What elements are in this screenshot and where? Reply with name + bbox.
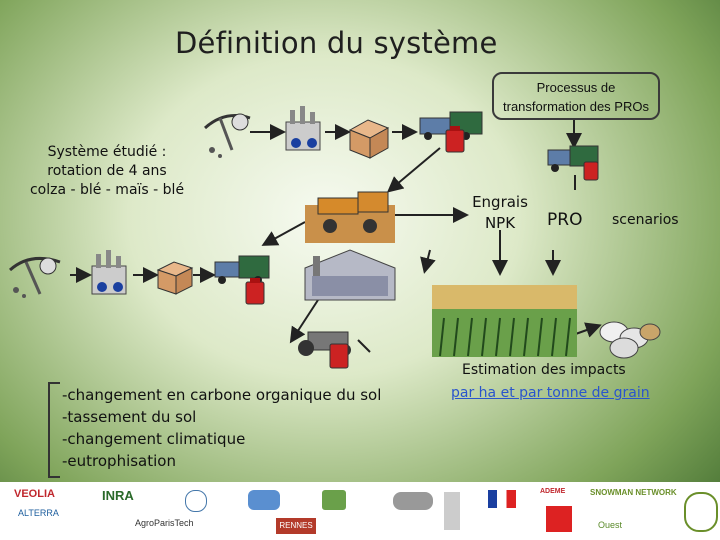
slide-title: Définition du système bbox=[175, 26, 498, 60]
estimation-title: Estimation des impacts bbox=[462, 362, 626, 378]
process-box-line2: transformation des PROs bbox=[503, 99, 649, 114]
ademe-mark bbox=[546, 506, 572, 532]
system-line3: colza - blé - maïs - blé bbox=[29, 182, 185, 198]
scenarios-label: scenarios bbox=[612, 212, 679, 228]
arrow bbox=[386, 147, 441, 193]
arrow bbox=[261, 221, 306, 246]
alterra-logo: ALTERRA bbox=[18, 508, 59, 518]
partner-logo bbox=[393, 492, 433, 510]
fertilizer-tank-icon bbox=[245, 278, 265, 305]
snowman-logo: SNOWMAN NETWORK bbox=[590, 488, 677, 497]
combine-harvester-icon bbox=[305, 191, 395, 243]
tractor-icon bbox=[298, 331, 351, 369]
factory-icon bbox=[91, 250, 127, 295]
crop-field-icon bbox=[432, 285, 577, 357]
ouest-logo: Ouest bbox=[598, 520, 623, 530]
impacts-bracket bbox=[48, 382, 60, 478]
partner-logo bbox=[322, 490, 346, 510]
pro-label: PRO bbox=[547, 210, 583, 230]
footer-logos: VEOLIA ALTERRA INRA AgroParisTech RENNES… bbox=[0, 482, 720, 540]
impact-item: -changement en carbone organique du sol bbox=[62, 386, 382, 404]
round-logo bbox=[684, 492, 718, 532]
arrow bbox=[289, 299, 319, 344]
system-line2: rotation de 4 ans bbox=[47, 163, 167, 179]
engrais-npk-label: Engrais NPK bbox=[470, 192, 530, 234]
inra-logo: INRA bbox=[102, 488, 134, 503]
ademe-logo: ADEME bbox=[540, 488, 566, 495]
veolia-logo: VEOLIA bbox=[14, 488, 55, 500]
impact-item: -tassement du sol bbox=[62, 408, 197, 426]
impacts-list: -changement en carbone organique du sol … bbox=[62, 384, 381, 472]
partner-logo bbox=[444, 492, 460, 530]
grain-bags-icon bbox=[599, 321, 661, 359]
pickaxe-icon bbox=[8, 256, 61, 298]
impact-item: -eutrophisation bbox=[62, 452, 176, 470]
barn-icon bbox=[304, 249, 396, 301]
rennes-logo: RENNES bbox=[276, 518, 316, 534]
fertilizer-tank-icon bbox=[445, 126, 465, 153]
arrow bbox=[420, 249, 436, 274]
system-line1: Système étudié : bbox=[47, 144, 167, 160]
france-logo bbox=[488, 490, 516, 508]
engrais-line1: Engrais bbox=[472, 193, 528, 211]
process-transformation-box: Processus de transformation des PROs bbox=[492, 72, 660, 120]
engrais-line2: NPK bbox=[484, 214, 516, 232]
truck-icon bbox=[214, 255, 270, 284]
arrow bbox=[357, 339, 371, 353]
agri-logo bbox=[248, 490, 280, 510]
factory-icon bbox=[285, 106, 321, 151]
system-description: Système étudié : rotation de 4 ans colza… bbox=[18, 143, 196, 200]
estimation-link[interactable]: par ha et par tonne de grain bbox=[451, 385, 650, 401]
truck-icon bbox=[547, 145, 599, 181]
crate-icon bbox=[156, 261, 194, 295]
crate-icon bbox=[348, 119, 390, 159]
process-box-line1: Processus de bbox=[536, 80, 616, 95]
seal-logo bbox=[185, 490, 207, 512]
impact-item: -changement climatique bbox=[62, 430, 246, 448]
pickaxe-icon bbox=[203, 113, 251, 158]
agroparistech-logo: AgroParisTech bbox=[135, 518, 194, 528]
